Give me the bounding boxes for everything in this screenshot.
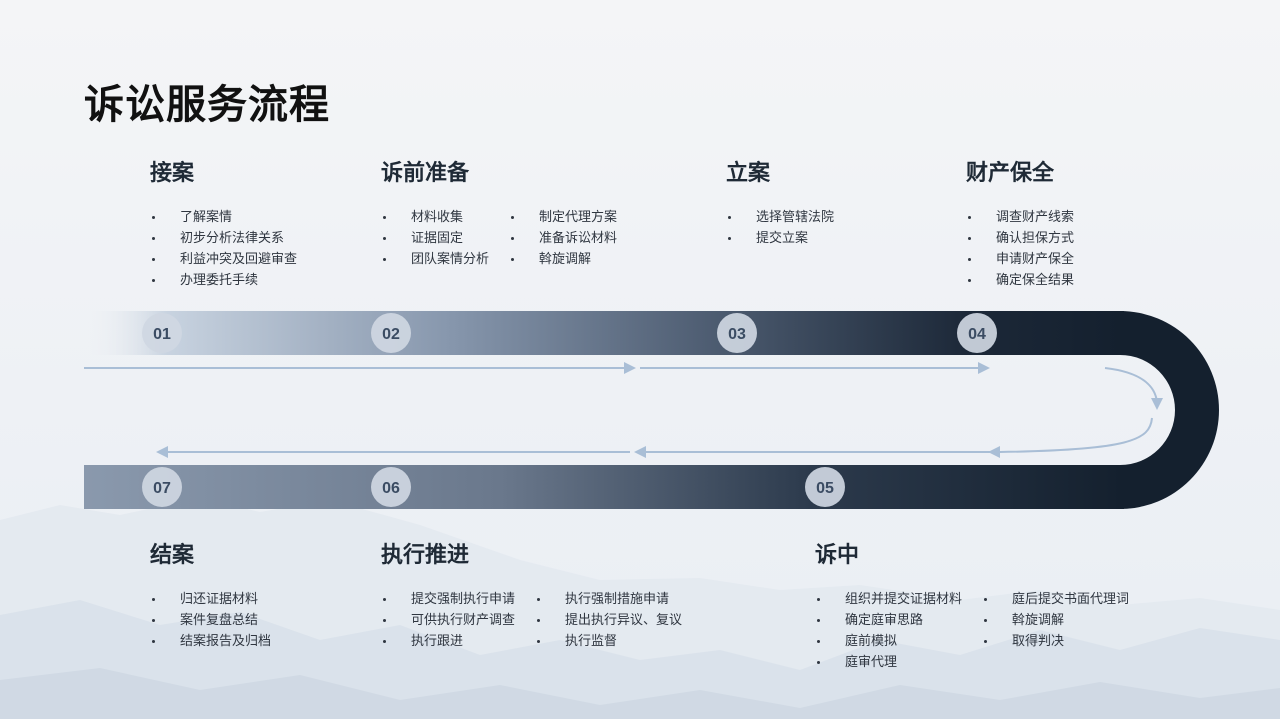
task-list: 材料收集证据固定团队案情分析 [381, 207, 489, 270]
step-badge-04 [957, 313, 997, 353]
task-item: 确定保全结果 [966, 270, 1074, 291]
step-badge-03 [717, 313, 757, 353]
task-item: 申请财产保全 [966, 249, 1074, 270]
track-top-bar [84, 311, 1124, 355]
track-bottom-bar [84, 465, 1124, 509]
step-number-03: 03 [728, 326, 746, 343]
task-item: 准备诉讼材料 [509, 228, 617, 249]
step-number-05: 05 [816, 480, 834, 497]
task-item: 提交立案 [726, 228, 834, 249]
task-item: 提出执行异议、复议 [535, 610, 682, 631]
mountain-near [0, 668, 1280, 719]
step-number-02: 02 [382, 326, 400, 343]
task-item: 斡旋调解 [982, 610, 1129, 631]
task-item: 办理委托手续 [150, 270, 297, 291]
stage-07: 结案归还证据材料案件复盘总结结案报告及归档 [150, 545, 291, 652]
task-item: 调查财产线索 [966, 207, 1074, 228]
task-item: 取得判决 [982, 631, 1129, 652]
stage-task-columns: 材料收集证据固定团队案情分析制定代理方案准备诉讼材料斡旋调解 [381, 207, 637, 270]
task-item: 了解案情 [150, 207, 297, 228]
stage-title: 立案 [726, 161, 771, 186]
arrowhead-2 [978, 362, 990, 374]
task-item: 确认担保方式 [966, 228, 1074, 249]
task-list: 制定代理方案准备诉讼材料斡旋调解 [509, 207, 617, 270]
task-item: 材料收集 [381, 207, 489, 228]
stage-title: 诉中 [815, 543, 860, 568]
step-badge-06 [371, 467, 411, 507]
stage-title: 诉前准备 [381, 161, 470, 186]
task-item: 提交强制执行申请 [381, 589, 515, 610]
task-item: 庭审代理 [815, 652, 962, 673]
stage-06: 执行推进提交强制执行申请可供执行财产调查执行跟进执行强制措施申请提出执行异议、复… [381, 545, 702, 652]
task-item: 归还证据材料 [150, 589, 271, 610]
task-list: 选择管辖法院提交立案 [726, 207, 834, 249]
step-badge-01 [142, 313, 182, 353]
stage-task-columns: 归还证据材料案件复盘总结结案报告及归档 [150, 589, 291, 652]
task-list: 了解案情初步分析法律关系利益冲突及回避审查办理委托手续 [150, 207, 297, 291]
task-item: 庭后提交书面代理词 [982, 589, 1129, 610]
task-item: 确定庭审思路 [815, 610, 962, 631]
stage-title: 接案 [150, 161, 195, 186]
arrowhead-3 [1151, 398, 1163, 410]
stage-task-columns: 了解案情初步分析法律关系利益冲突及回避审查办理委托手续 [150, 207, 317, 291]
arrow-line-curve [1104, 367, 1158, 403]
step-badges: 01 02 03 04 05 06 07 [142, 313, 997, 507]
stage-title: 执行推进 [381, 543, 470, 568]
task-item: 结案报告及归档 [150, 631, 271, 652]
arrowhead-6 [156, 446, 168, 458]
stage-title: 财产保全 [966, 161, 1055, 186]
stage-01: 接案了解案情初步分析法律关系利益冲突及回避审查办理委托手续 [150, 163, 317, 291]
step-number-01: 01 [153, 326, 171, 343]
stage-title: 结案 [150, 543, 195, 568]
arrow-line-curve-bottom [999, 417, 1153, 453]
step-number-06: 06 [382, 480, 400, 497]
stage-task-columns: 选择管辖法院提交立案 [726, 207, 854, 249]
task-item: 庭前模拟 [815, 631, 962, 652]
arrowhead-4 [988, 446, 1000, 458]
step-number-07: 07 [153, 480, 171, 497]
stage-task-columns: 调查财产线索确认担保方式申请财产保全确定保全结果 [966, 207, 1094, 291]
step-badge-02 [371, 313, 411, 353]
task-item: 选择管辖法院 [726, 207, 834, 228]
stage-02: 诉前准备材料收集证据固定团队案情分析制定代理方案准备诉讼材料斡旋调解 [381, 163, 637, 270]
step-badge-07 [142, 467, 182, 507]
task-list: 归还证据材料案件复盘总结结案报告及归档 [150, 589, 271, 652]
stage-task-columns: 组织并提交证据材料确定庭审思路庭前模拟庭审代理庭后提交书面代理词斡旋调解取得判决 [815, 589, 1149, 673]
task-item: 组织并提交证据材料 [815, 589, 962, 610]
task-item: 团队案情分析 [381, 249, 489, 270]
stage-task-columns: 提交强制执行申请可供执行财产调查执行跟进执行强制措施申请提出执行异议、复议执行监… [381, 589, 702, 652]
step-badge-05 [805, 467, 845, 507]
task-list: 执行强制措施申请提出执行异议、复议执行监督 [535, 589, 682, 652]
task-item: 可供执行财产调查 [381, 610, 515, 631]
task-list: 组织并提交证据材料确定庭审思路庭前模拟庭审代理 [815, 589, 962, 673]
task-item: 证据固定 [381, 228, 489, 249]
task-list: 提交强制执行申请可供执行财产调查执行跟进 [381, 589, 515, 652]
task-item: 执行强制措施申请 [535, 589, 682, 610]
stage-04: 财产保全调查财产线索确认担保方式申请财产保全确定保全结果 [966, 163, 1094, 291]
task-list: 庭后提交书面代理词斡旋调解取得判决 [982, 589, 1129, 673]
track-curve [1120, 311, 1219, 509]
arrowhead-1 [624, 362, 636, 374]
task-item: 执行监督 [535, 631, 682, 652]
task-item: 利益冲突及回避审查 [150, 249, 297, 270]
step-number-04: 04 [968, 326, 986, 343]
task-item: 案件复盘总结 [150, 610, 271, 631]
task-item: 执行跟进 [381, 631, 515, 652]
task-item: 初步分析法律关系 [150, 228, 297, 249]
task-item: 制定代理方案 [509, 207, 617, 228]
task-list: 调查财产线索确认担保方式申请财产保全确定保全结果 [966, 207, 1074, 291]
stage-05: 诉中组织并提交证据材料确定庭审思路庭前模拟庭审代理庭后提交书面代理词斡旋调解取得… [815, 545, 1149, 673]
flow-arrows [84, 367, 1158, 453]
page-title: 诉讼服务流程 [84, 82, 330, 128]
arrowhead-5 [634, 446, 646, 458]
arrow-heads [156, 362, 1163, 458]
task-item: 斡旋调解 [509, 249, 617, 270]
stage-03: 立案选择管辖法院提交立案 [726, 163, 854, 249]
